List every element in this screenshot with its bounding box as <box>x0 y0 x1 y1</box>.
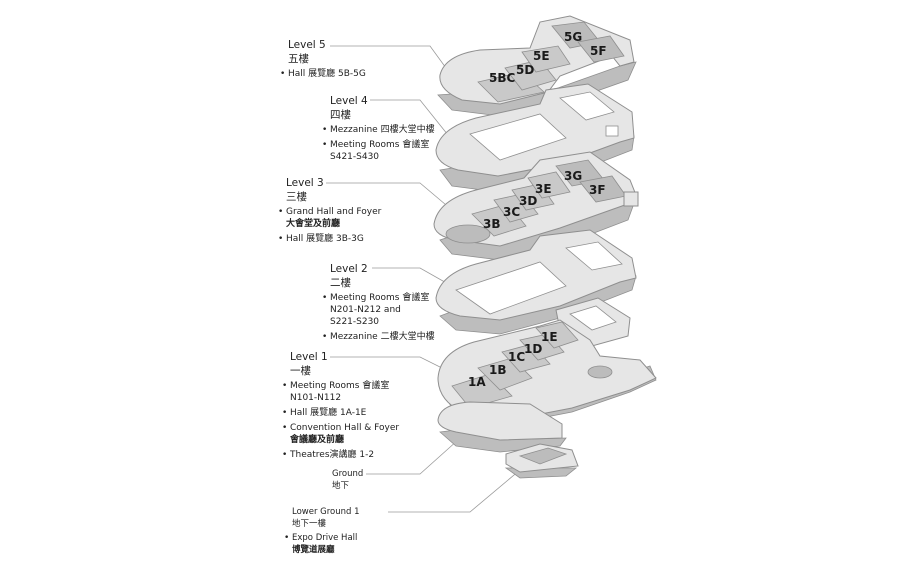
hall-label-1d: 1D <box>524 342 542 356</box>
list-item: •Hall 展覽廳 3B-3G <box>278 234 364 244</box>
list-item: •Hall 展覽廳 1A-1E <box>282 408 367 418</box>
level3-cn: 三樓 <box>286 191 307 203</box>
level4-cn: 四樓 <box>330 109 351 121</box>
hall-3e <box>527 171 571 199</box>
hall-label-3g: 3G <box>564 169 582 183</box>
hall-label-5g: 5G <box>564 30 582 44</box>
ground-name: Ground <box>332 469 364 479</box>
floor-level5 <box>437 15 637 117</box>
legend-level5: Level 5 五樓 •Hall 展覽廳 5B-5G <box>280 38 366 83</box>
floor-level2 <box>435 229 637 347</box>
hall-label-5d: 5D <box>516 63 534 77</box>
hall-label-5e: 5E <box>533 49 550 63</box>
level5-name: Level 5 <box>288 39 326 51</box>
floor-lower-ground-1 <box>504 443 579 479</box>
hall-label-1b: 1B <box>489 363 507 377</box>
hall-label-3f: 3F <box>589 183 606 197</box>
lg1-cn: 地下一樓 <box>292 519 327 529</box>
hall-label-1e: 1E <box>541 330 558 344</box>
hall-label-5f: 5F <box>590 44 607 58</box>
hall-label-1c: 1C <box>508 350 525 364</box>
lg1-name: Lower Ground 1 <box>292 507 360 517</box>
list-item: •Mezzanine 四樓大堂中樓 <box>322 125 435 135</box>
level2-cn: 二樓 <box>330 277 351 289</box>
list-item: •Mezzanine 二樓大堂中樓 <box>322 332 435 342</box>
legend-ground: Ground 地下 <box>332 468 363 492</box>
list-item: •Theatres演講廳 1-2 <box>282 450 375 460</box>
hall-label-1a: 1A <box>468 375 486 389</box>
hall-label-3e: 3E <box>535 182 552 196</box>
hall-labels: 5BC 5D 5E 5G 5F 3B 3C 3D 3E 3G 3F 1A 1B … <box>468 30 607 389</box>
hall-5f <box>577 35 625 63</box>
list-item: •Hall 展覽廳 5B-5G <box>280 69 366 79</box>
floor-level3 <box>433 151 639 261</box>
legend-level4: Level 4 四樓 •Mezzanine 四樓大堂中樓 •Meeting Ro… <box>322 94 435 166</box>
level3-name: Level 3 <box>286 177 324 189</box>
level5-cn: 五樓 <box>288 53 309 65</box>
hall-5e <box>521 45 571 73</box>
level1-cn: 一樓 <box>290 365 311 377</box>
level2-name: Level 2 <box>330 263 368 275</box>
level4-name: Level 4 <box>330 95 368 107</box>
hall-label-3b: 3B <box>483 217 501 231</box>
hall-label-3d: 3D <box>519 194 537 208</box>
level1-name: Level 1 <box>290 351 328 363</box>
hall-1e <box>535 321 579 349</box>
ground-cn: 地下 <box>332 481 350 491</box>
hall-label-3c: 3C <box>503 205 520 219</box>
hall-label-5bc: 5BC <box>489 71 515 85</box>
